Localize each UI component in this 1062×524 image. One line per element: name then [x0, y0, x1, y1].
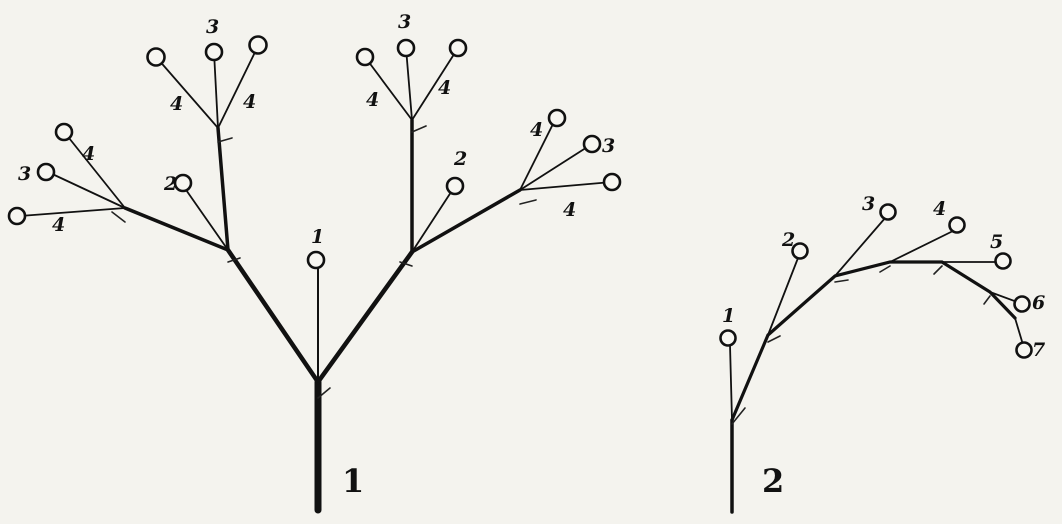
flower — [1015, 341, 1033, 359]
order-label: 4 — [933, 198, 946, 220]
flower — [173, 173, 193, 193]
flower — [719, 329, 737, 347]
flower — [879, 203, 897, 221]
pedicel-right-2 — [411, 185, 456, 253]
pedicel — [64, 132, 126, 209]
branch-right — [315, 249, 415, 385]
pedicel — [47, 171, 126, 209]
branch-left-upper — [216, 126, 230, 252]
flower — [1013, 295, 1031, 313]
flower — [306, 250, 326, 270]
bract — [731, 407, 746, 425]
order-label: 4 — [438, 77, 451, 99]
flower — [36, 162, 56, 182]
branch-left-outer — [123, 206, 230, 252]
bract — [879, 265, 891, 273]
order-label: 5 — [990, 231, 1003, 253]
flower — [602, 172, 622, 192]
flower — [146, 47, 166, 67]
pedicel — [364, 56, 413, 121]
pedicel-2 — [767, 257, 799, 336]
order-label: 1 — [311, 226, 324, 248]
order-label: 2 — [781, 229, 795, 251]
order-label: 3 — [206, 16, 219, 38]
flower — [248, 35, 268, 55]
pedicel-left-2 — [183, 186, 229, 251]
flower — [355, 47, 375, 67]
flower — [791, 242, 809, 260]
order-label: 3 — [18, 163, 31, 185]
flower — [547, 108, 567, 128]
flower — [582, 134, 602, 154]
branch-left — [225, 247, 321, 385]
order-label: 6 — [1032, 292, 1045, 314]
flower — [54, 122, 74, 142]
figure-1-cyme: 1 2 2 3 3 3 3 4 4 4 4 4 4 4 4 1 — [7, 11, 622, 514]
figure-caption: 1 — [342, 462, 364, 500]
bract — [834, 279, 849, 283]
pedicel-3 — [834, 216, 887, 277]
figure-2-cyme: 1 2 3 4 5 6 7 2 — [719, 193, 1045, 514]
bract — [317, 387, 331, 399]
bract — [227, 257, 241, 263]
order-label: 2 — [453, 148, 467, 170]
flower — [445, 176, 465, 196]
pedicel — [19, 207, 126, 217]
flower — [448, 38, 468, 58]
pedicel-4 — [889, 229, 956, 263]
flower — [948, 216, 966, 234]
pedicel — [411, 47, 459, 121]
pedicel — [405, 47, 413, 121]
order-label: 4 — [82, 143, 95, 165]
bract — [399, 261, 413, 267]
order-label: 2 — [163, 173, 177, 195]
figure-caption: 2 — [762, 462, 784, 500]
bract — [933, 265, 943, 275]
order-label: 4 — [170, 93, 183, 115]
order-label: 7 — [1032, 339, 1045, 361]
flower — [396, 38, 416, 58]
order-label: 1 — [722, 305, 735, 327]
flower — [7, 206, 27, 226]
pedicel — [519, 117, 557, 191]
sympodium — [730, 260, 1017, 422]
bract — [983, 295, 991, 305]
flower — [204, 42, 224, 62]
order-label: 4 — [530, 119, 543, 141]
flower — [994, 252, 1012, 270]
pedicel — [213, 51, 219, 129]
branch-right-outer — [410, 188, 522, 254]
bract — [411, 125, 427, 133]
bract — [217, 137, 233, 143]
bract — [767, 335, 781, 343]
order-label: 4 — [366, 89, 379, 111]
order-label: 4 — [52, 214, 65, 236]
bract — [111, 211, 126, 223]
order-label: 4 — [563, 199, 576, 221]
order-label: 3 — [398, 11, 411, 33]
order-label: 3 — [862, 193, 875, 215]
order-label: 3 — [602, 135, 615, 157]
pedicel — [156, 57, 219, 129]
pedicel — [217, 45, 259, 129]
order-label: 4 — [243, 91, 256, 113]
pedicel-1 — [729, 344, 733, 421]
pedicel — [519, 143, 593, 191]
pedicel — [519, 181, 613, 191]
bract — [519, 199, 537, 205]
